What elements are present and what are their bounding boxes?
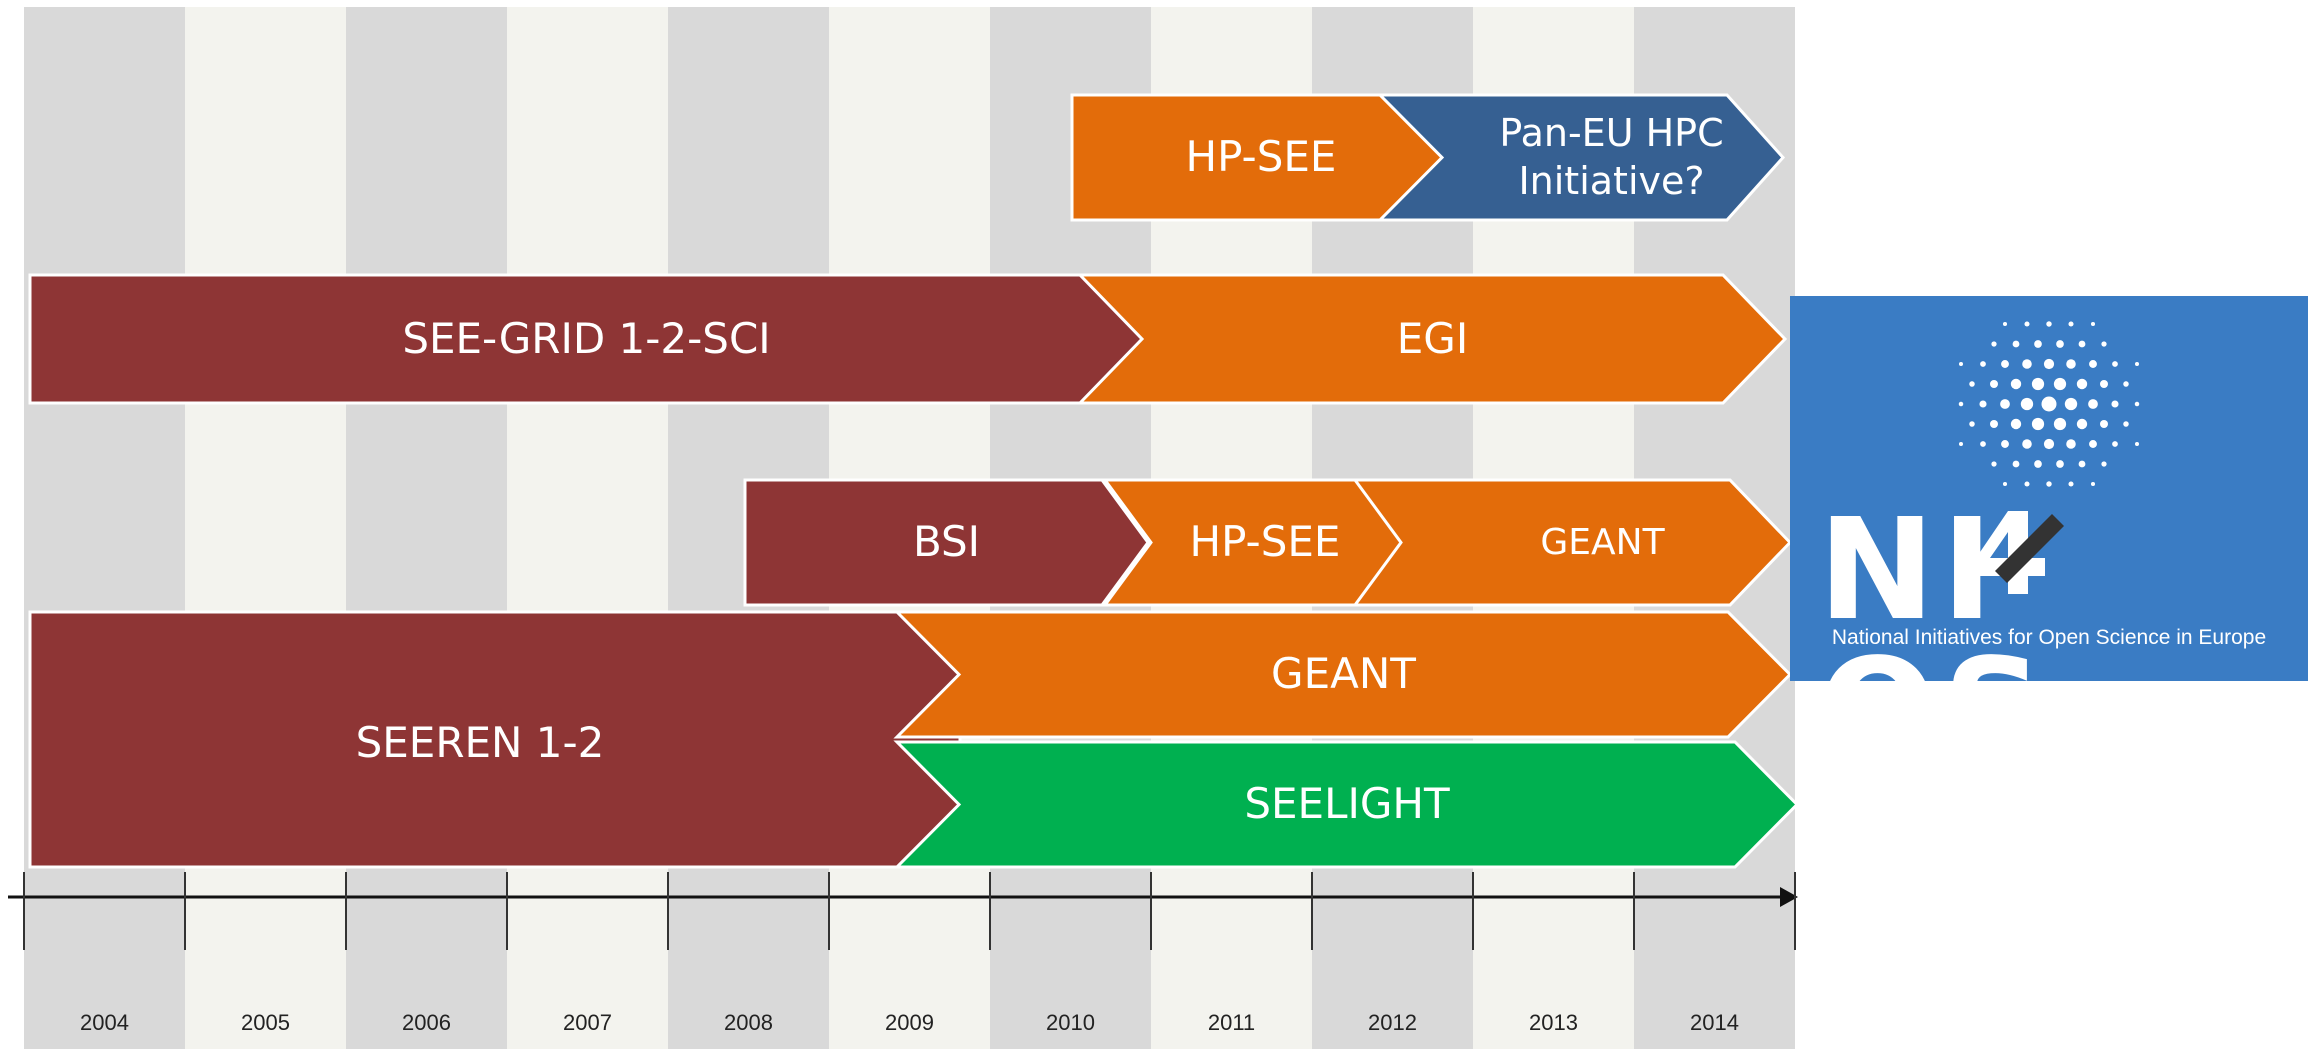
year-label: 2009	[885, 1010, 934, 1035]
year-label: 2007	[563, 1010, 612, 1035]
year-column	[507, 7, 668, 1049]
project-bar-label: GEANT	[1540, 522, 1665, 563]
project-bar-label: HP-SEE	[1185, 132, 1337, 182]
year-label: 2005	[241, 1010, 290, 1035]
year-column	[346, 7, 507, 1049]
year-label: 2010	[1046, 1010, 1095, 1035]
project-bar: EGI	[1076, 273, 1788, 405]
project-bar: GEANT	[1352, 478, 1793, 607]
logo-wordmark: NIOS	[1818, 501, 2308, 781]
project-bar-label: BSI	[912, 517, 981, 567]
project-bar-shape	[1376, 93, 1786, 222]
axis-arrow-icon	[1780, 887, 1798, 907]
project-bar-shape	[893, 610, 1793, 739]
project-bar-label: SEELIGHT	[1244, 779, 1450, 829]
year-column	[185, 7, 346, 1049]
project-bar-shape	[893, 740, 1800, 869]
dot-globe-icon	[1958, 321, 2140, 487]
project-bar-label: HP-SEE	[1189, 517, 1341, 567]
axis-ticks	[23, 872, 1796, 950]
project-bar: SEELIGHT	[893, 740, 1800, 869]
year-label: 2006	[402, 1010, 451, 1035]
year-label: 2014	[1690, 1010, 1739, 1035]
year-label: 2004	[80, 1010, 129, 1035]
year-label: 2008	[724, 1010, 773, 1035]
logo-4-icon	[1960, 511, 2064, 594]
year-column	[24, 7, 185, 1049]
project-bar-shape	[1076, 273, 1788, 405]
project-bar: Pan-EU HPC Initiative?	[1376, 93, 1786, 222]
project-bar: HP-SEE	[1070, 93, 1453, 222]
project-bar: SEE-GRID 1-2-SCI	[28, 273, 1146, 405]
logo-tagline: National Initiatives for Open Science in…	[1831, 626, 2267, 649]
ni4os-logo: NIOS National Initiatives for Open Scien…	[1790, 296, 2308, 781]
project-bar: GEANT	[893, 610, 1793, 739]
project-bar-label: Pan-EU HPC Initiative?	[1499, 111, 1724, 203]
project-bar-label: EGI	[1396, 313, 1469, 363]
year-label: 2013	[1529, 1010, 1578, 1035]
project-bar-label: SEE-GRID 1-2-SCI	[402, 313, 771, 363]
project-bar-label: SEEREN 1-2	[355, 718, 605, 768]
project-bar-shape	[1352, 478, 1793, 607]
year-label: 2011	[1207, 1010, 1256, 1035]
logo-wordmark-end: OS	[1818, 629, 2050, 792]
project-bar: BSI	[743, 478, 1150, 607]
project-bar-label: GEANT	[1271, 649, 1416, 699]
year-label: 2012	[1368, 1010, 1417, 1035]
project-bar-shape	[743, 478, 1150, 607]
project-bar: SEEREN 1-2	[28, 610, 962, 869]
